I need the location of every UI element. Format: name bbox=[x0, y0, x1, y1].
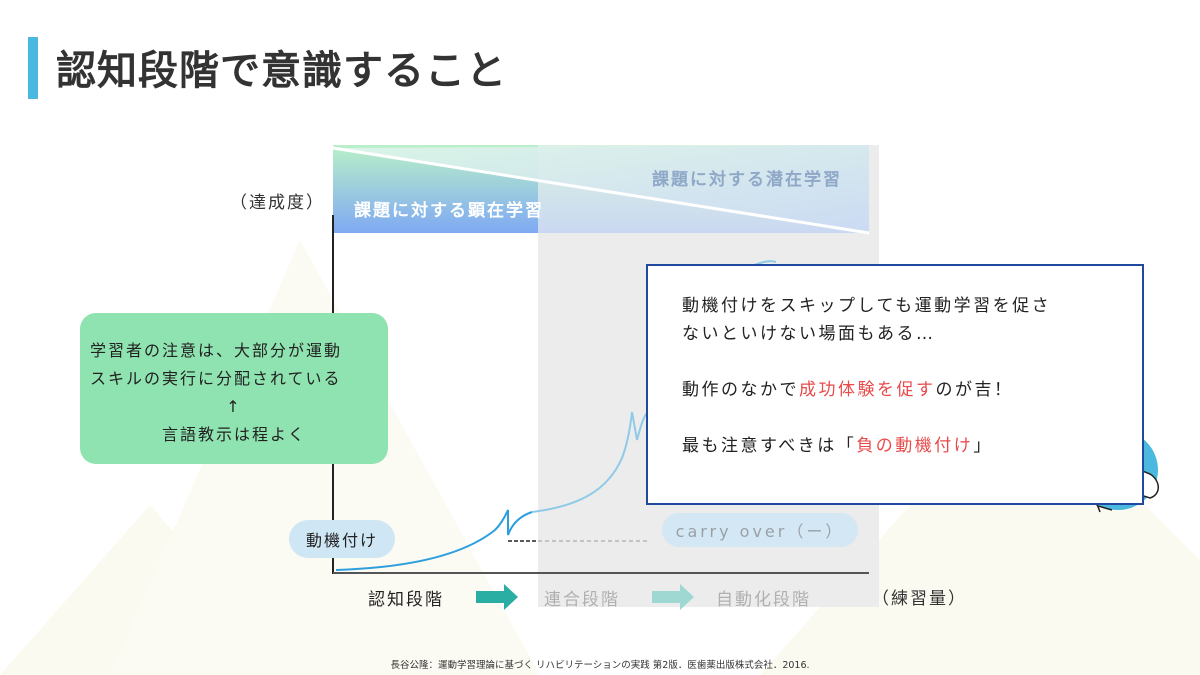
arrow-icon bbox=[476, 584, 518, 610]
carry-over-pill: carry over（ー） bbox=[662, 513, 858, 547]
advice-line: ないといけない場面もある… bbox=[682, 324, 936, 344]
x-axis-label: （練習量） bbox=[872, 589, 967, 609]
advice-text: 」 bbox=[973, 436, 993, 456]
page-title: 認知段階で意識すること bbox=[56, 48, 507, 94]
attention-note-line: 学習者の注意は、大部分が運動 bbox=[90, 341, 343, 360]
advice-note-box: 動機付けをスキップしても運動学習を促さ ないといけない場面もある… 動作のなかで… bbox=[646, 264, 1144, 505]
advice-text: 動作のなかで bbox=[682, 380, 799, 400]
advice-line: 動作のなかで成功体験を促すのが吉！ bbox=[682, 376, 1142, 404]
attention-note-line: 言語教示は程よく bbox=[161, 425, 306, 444]
stage-autonomous: 自動化段階 bbox=[716, 590, 811, 610]
advice-line: 動機付けをスキップしても運動学習を促さ bbox=[682, 296, 1052, 316]
advice-text: 最も注意すべきは「 bbox=[682, 436, 857, 456]
attention-note-line: スキルの実行に分配されている bbox=[90, 369, 342, 388]
advice-emphasis: 成功体験を促す bbox=[799, 380, 936, 400]
learning-curve-later bbox=[531, 411, 649, 513]
arrow-icon bbox=[652, 584, 694, 610]
motivation-pill: 動機付け bbox=[289, 520, 395, 558]
title-accent-bar bbox=[28, 37, 38, 99]
advice-line: 最も注意すべきは「負の動機付け」 bbox=[682, 432, 1142, 460]
stage-cognitive: 認知段階 bbox=[368, 590, 444, 610]
attention-note-box: 学習者の注意は、大部分が運動 スキルの実行に分配されている ↑ 言語教示は程よく bbox=[80, 313, 388, 464]
implicit-learning-label: 課題に対する潜在学習 bbox=[652, 170, 842, 190]
advice-emphasis: 負の動機付け bbox=[856, 436, 974, 456]
advice-text: のが吉！ bbox=[935, 380, 1014, 400]
citation-footnote: 長谷公隆：運動学習理論に基づく リハビリテーションの実践 第2版．医歯薬出版株式… bbox=[390, 660, 810, 671]
learning-curve-cognitive bbox=[335, 509, 533, 571]
up-arrow-icon: ↑ bbox=[226, 397, 242, 416]
wedge-diagonal bbox=[332, 146, 870, 235]
stage-associative: 連合段階 bbox=[544, 590, 620, 610]
explicit-learning-label: 課題に対する顕在学習 bbox=[354, 201, 544, 221]
y-axis-label: （達成度） bbox=[230, 193, 325, 213]
